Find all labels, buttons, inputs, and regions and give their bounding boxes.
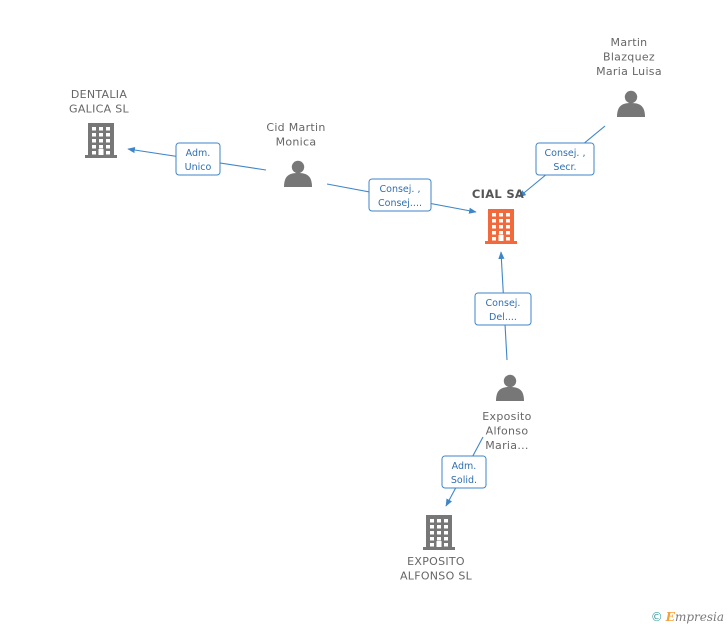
relation-label-text: Solid.	[451, 475, 477, 486]
node-label-line[interactable]: GALICA SL	[69, 103, 130, 116]
person-icon[interactable]	[617, 90, 645, 117]
node-label-line[interactable]: Exposito	[482, 410, 531, 423]
relation-label-text: Adm.	[452, 461, 477, 472]
node-exposito-p[interactable]: ExpositoAlfonsoMaria...	[482, 374, 531, 452]
node-exposito-sl[interactable]: EXPOSITO ALFONSO SL	[400, 515, 473, 583]
node-label-line[interactable]: Cid Martin	[266, 121, 325, 134]
relation-label-box[interactable]	[535, 142, 595, 176]
brand-footer[interactable]: ©Empresia	[651, 610, 724, 624]
node-label-line[interactable]: DENTALIA	[71, 88, 128, 101]
person-icon[interactable]	[284, 160, 312, 187]
relation-label-text: Consej. ,	[380, 184, 421, 195]
node-label-line[interactable]: Martin	[611, 36, 648, 49]
node-label-line[interactable]: EXPOSITO	[407, 555, 465, 568]
relation-label-text: Adm.	[186, 148, 211, 159]
brand-initial: E	[665, 610, 675, 624]
relation-label-text: Consej....	[378, 198, 422, 209]
relation-label-text: Secr.	[553, 162, 576, 173]
edges-layer	[127, 125, 606, 507]
relation-label-box[interactable]	[474, 292, 532, 326]
node-cial[interactable]: CIAL SA	[472, 187, 524, 244]
relation-label-text: Consej.	[486, 298, 521, 309]
relation-label[interactable]: Consej. Del....	[474, 292, 532, 326]
node-label-line[interactable]: Monica	[276, 136, 317, 149]
node-label-line[interactable]: Alfonso	[486, 425, 529, 438]
relation-label[interactable]: Adm. Solid.	[441, 455, 487, 489]
relation-label-text: Del....	[489, 312, 517, 323]
node-dentalia[interactable]: DENTALIA GALICA SL	[69, 88, 130, 158]
relation-label-text: Consej. ,	[545, 148, 586, 159]
relation-label[interactable]: Consej. , Secr.	[535, 142, 595, 176]
building-icon[interactable]	[85, 123, 117, 158]
relation-label[interactable]: Consej. , Consej....	[368, 178, 432, 212]
relation-label-box[interactable]	[175, 142, 221, 176]
relation-label-box[interactable]	[368, 178, 432, 212]
building-icon[interactable]	[423, 515, 455, 550]
copyright-symbol: ©	[650, 610, 663, 624]
node-label-line[interactable]: Blazquez	[603, 51, 655, 64]
node-label-line[interactable]: CIAL SA	[472, 187, 524, 201]
node-label-line[interactable]: Maria Luisa	[596, 65, 662, 78]
brand-name-rest: mpresia	[674, 610, 724, 624]
relation-label-box[interactable]	[441, 455, 487, 489]
building-icon[interactable]	[485, 209, 517, 244]
node-label-line[interactable]: ALFONSO SL	[400, 570, 473, 583]
node-label-line[interactable]: Maria...	[485, 439, 528, 452]
relation-label[interactable]: Adm. Unico	[175, 142, 221, 176]
relation-label-text: Unico	[185, 162, 212, 173]
person-icon[interactable]	[496, 374, 524, 401]
